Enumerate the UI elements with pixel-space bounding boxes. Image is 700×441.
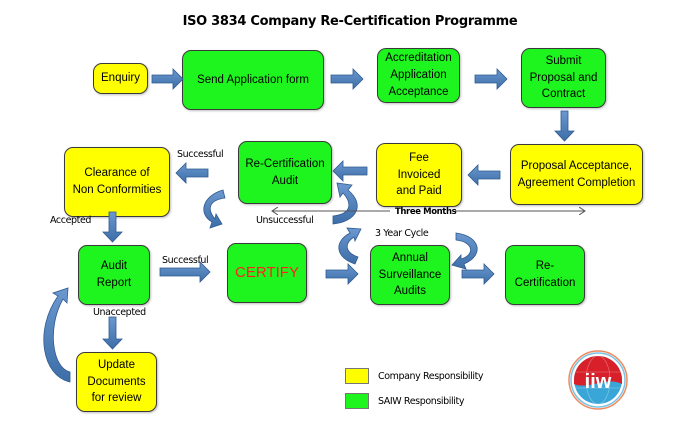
arrow-accreditation-to-submit <box>474 68 508 90</box>
label-successful-mid: Successful <box>162 255 209 266</box>
box-submit-proposal-contract: Submit Proposal and Contract <box>521 48 606 108</box>
label-successful-top: Successful <box>177 149 224 160</box>
curved-arrow-cycle-right <box>451 232 478 270</box>
arrow-enquiry-to-send <box>151 68 184 90</box>
label-accepted: Accepted <box>50 215 92 226</box>
legend-swatch-company <box>345 368 369 384</box>
curved-arrow-unsuccessful <box>203 189 226 229</box>
box-enquiry: Enquiry <box>93 63 148 94</box>
box-recertification: Re- Certification <box>505 245 585 305</box>
box-send-application-form: Send Application form <box>182 50 324 110</box>
arrow-audit-report-to-update <box>102 316 123 350</box>
arrow-certify-to-annual <box>325 263 359 285</box>
arrow-recert-to-clearance <box>175 162 209 184</box>
label-unaccepted: Unaccepted <box>93 307 146 318</box>
box-fee-invoiced-paid: Fee Invoiced and Paid <box>376 143 462 207</box>
box-audit-report: Audit Report <box>78 245 150 305</box>
box-certify: CERTIFY <box>227 243 307 303</box>
box-proposal-acceptance: Proposal Acceptance, Agreement Completio… <box>510 144 643 205</box>
label-three-months: Three Months <box>395 207 457 217</box>
arrow-fee-to-recert <box>332 160 368 182</box>
curved-arrow-cycle-left <box>338 227 362 265</box>
curved-arrow-back-to-recert <box>332 182 358 225</box>
arrow-send-to-accreditation <box>330 68 364 90</box>
diagram-title: ISO 3834 Company Re-Certification Progra… <box>182 14 518 29</box>
legend-swatch-saiw <box>345 393 369 409</box>
label-unsuccessful: Unsuccessful <box>256 215 314 226</box>
legend-label-saiw: SAIW Responsibility <box>378 396 465 407</box>
box-clearance-non-conformities: Clearance of Non Conformities <box>64 147 170 217</box>
curved-arrow-update-to-audit <box>43 287 71 383</box>
label-three-year-cycle: 3 Year Cycle <box>375 228 429 239</box>
box-accreditation-application-acceptance: Accreditation Application Acceptance <box>377 48 460 103</box>
box-recertification-audit: Re-Certification Audit <box>238 141 332 204</box>
arrow-proposal-to-fee <box>467 164 501 186</box>
arrow-submit-to-proposal <box>554 110 575 142</box>
iiw-logo-text: iiw <box>585 371 612 393</box>
legend-label-company: Company Responsibility <box>378 371 484 382</box>
arrow-annual-to-recertification <box>461 263 495 285</box>
box-annual-surveillance-audits: Annual Surveillance Audits <box>370 245 450 305</box>
box-update-documents: Update Documents for review <box>76 352 157 412</box>
iiw-logo: iiw <box>568 350 628 410</box>
